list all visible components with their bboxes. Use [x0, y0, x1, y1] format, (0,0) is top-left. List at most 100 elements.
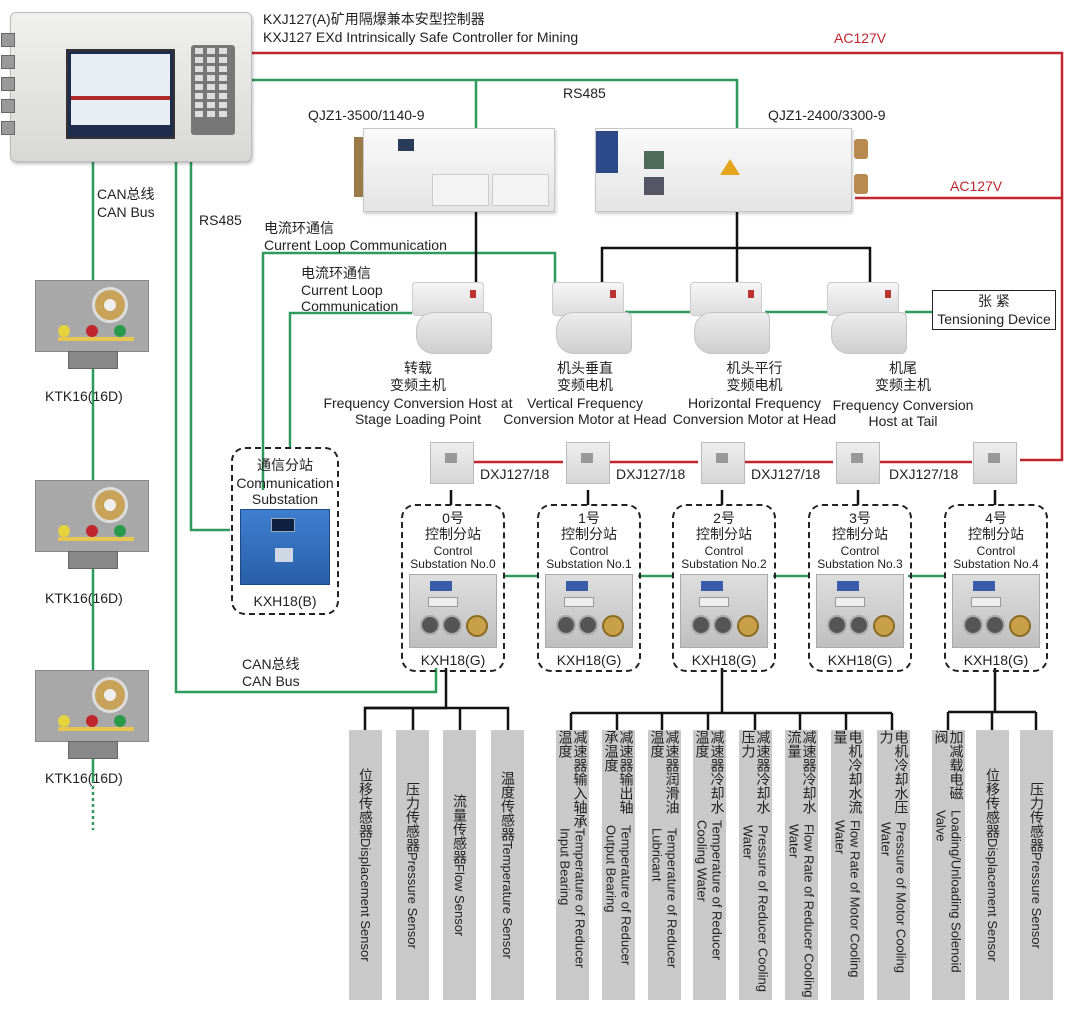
- control-substation-2[interactable]: 2号 控制分站 Control Substation No.2 KXH18(G): [672, 504, 776, 672]
- ktk16-station[interactable]: [35, 280, 149, 369]
- control-substation-1[interactable]: 1号 控制分站 Control Substation No.1 KXH18(G): [537, 504, 641, 672]
- sensor-label-zh: 减速器冷却水压力: [740, 730, 772, 814]
- sensor-label-en: Temperature of Reducer Cooling Water: [694, 819, 725, 960]
- display-icon: [644, 177, 664, 195]
- ktk16-label: KTK16(16D): [45, 590, 123, 606]
- dxj127-power-supply[interactable]: [973, 442, 1017, 484]
- motor-0-label-en2: Stage Loading Point: [354, 411, 482, 427]
- ktk16-station[interactable]: [35, 670, 149, 759]
- substation-no: 3号: [849, 510, 871, 526]
- motor-2-label-zh1: 机头平行: [726, 360, 783, 376]
- sensor-label-zh: 位移传感器: [358, 768, 374, 839]
- qjz2-to-motor3: [737, 246, 872, 285]
- signal-wires: [363, 210, 1038, 730]
- can-bus-label-zh: CAN总线: [97, 186, 155, 202]
- cable-gland-icon: [1, 55, 15, 69]
- dial-icon: [92, 487, 128, 523]
- cable-gland-icon: [1, 77, 15, 91]
- motor-3-label-zh1: 机尾: [889, 360, 917, 376]
- blue-panel: [596, 131, 618, 173]
- motor-2-label-zh2: 变频电机: [726, 377, 783, 393]
- ktk16-station[interactable]: [35, 480, 149, 569]
- kxh18b-device: [240, 509, 330, 585]
- sensor-label-en: Temperature Sensor: [500, 841, 515, 959]
- dxj127-power-supply[interactable]: [836, 442, 880, 484]
- motor-tail[interactable]: [827, 282, 909, 354]
- kxh18g-device: [680, 574, 768, 648]
- substation-en1: Control: [840, 544, 880, 558]
- kxh18g-device: [409, 574, 497, 648]
- current-loop-label-2-en2: Communication: [301, 298, 399, 314]
- ac127v-label-top: AC127V: [834, 30, 887, 46]
- sensor-label-zh: 位移传感器: [985, 768, 1001, 839]
- tensioning-label-en: Tensioning Device: [937, 311, 1051, 327]
- dxj127-power-supply[interactable]: [430, 442, 474, 484]
- qjz1-3500-switchgear[interactable]: [354, 128, 555, 212]
- dxj127-power-supply[interactable]: [566, 442, 610, 484]
- sensor-label-en: Temperature of Reducer Output Bearing: [603, 825, 634, 966]
- display-icon: [644, 151, 664, 169]
- sensor-item[interactable]: 减速器输出轴承温度 Temperature of Reducer Output B…: [602, 730, 635, 1000]
- sensor-label-zh: 电机冷却水压力: [878, 730, 910, 814]
- current-loop-2-line: [288, 311, 412, 447]
- current-loop-label-1-zh: 电流环通信: [264, 220, 334, 236]
- substation-zh: 控制分站: [425, 526, 481, 542]
- sensor-label-zh: 温度传感器: [500, 771, 516, 842]
- control-substation-4[interactable]: 4号 控制分站 Control Substation No.4 KXH18(G): [944, 504, 1048, 672]
- substation-en2: Substation No.1: [546, 557, 632, 571]
- tensioning-label-zh: 张 紧: [978, 293, 1010, 309]
- sensor-label-zh: 减速器输入轴承温度: [557, 730, 589, 828]
- control-substation-3[interactable]: 3号 控制分站 Control Substation No.3 KXH18(G): [808, 504, 912, 672]
- controller-screen: [66, 49, 175, 139]
- red-lamp-icon: [86, 715, 98, 727]
- sensor-label-en: Loading/Unloading Solenoid Valve: [933, 810, 964, 974]
- cable-gland-icon: [854, 174, 868, 194]
- sensor-label-en: Displacement Sensor: [358, 838, 373, 962]
- keypad-icon: [191, 45, 235, 135]
- substation-model: KXH18(G): [556, 652, 622, 668]
- motor-head-vertical[interactable]: [552, 282, 634, 354]
- rs485-left-line: [189, 160, 230, 532]
- sensor-label-en: Temperature of Reducer Lubricant: [649, 827, 680, 968]
- sensor-item[interactable]: 减速器冷却水压力 Pressure of Reducer Cooling Wate…: [739, 730, 772, 1000]
- rs485-label-left: RS485: [199, 212, 242, 228]
- controller-title-zh: KXJ127(A)矿用隔爆兼本安型控制器: [263, 11, 485, 27]
- sensor-label-en: Flow Rate of Motor Cooling Water: [832, 820, 863, 978]
- motor-1-label-zh1: 机头垂直: [557, 360, 613, 376]
- sensor-label-zh: 流量传感器: [452, 793, 468, 864]
- comm-substation-zh: 通信分站: [257, 457, 313, 473]
- tensioning-device[interactable]: 张 紧 Tensioning Device: [932, 290, 1056, 330]
- kxj127-controller[interactable]: [1, 12, 252, 162]
- dxj127-power-supply[interactable]: [701, 442, 745, 484]
- current-loop-label-1-en: Current Loop Communication: [264, 237, 447, 253]
- sensor-label-zh: 压力传感器: [1029, 781, 1045, 852]
- substation-no: 2号: [713, 510, 735, 526]
- sensor-label-zh: 电机冷却水流量: [832, 730, 864, 814]
- motor-2-label-en1: Horizontal Frequency: [687, 395, 822, 411]
- sensor-label-en: Pressure of Reducer Cooling Water: [740, 825, 771, 993]
- motor-head-horizontal[interactable]: [690, 282, 772, 354]
- sensor-label-zh: 减速器输出轴承温度: [603, 730, 635, 814]
- substation-model: KXH18(G): [827, 652, 893, 668]
- display-icon: [398, 139, 414, 151]
- motor-stage-loader[interactable]: [412, 282, 494, 354]
- sensor-item[interactable]: 电机冷却水流量 Flow Rate of Motor Cooling Water: [831, 730, 864, 1000]
- substation-en1: Control: [704, 544, 744, 558]
- rs485-top-line: [250, 78, 739, 128]
- control-substation-0[interactable]: 0号 控制分站 Control Substation No.0 KXH18(G): [401, 504, 505, 672]
- communication-substation[interactable]: 通信分站 Communication Substation KXH18(B): [231, 447, 339, 615]
- qjz1-2400-switchgear[interactable]: [595, 128, 868, 212]
- sensor-label-en: Pressure Sensor: [1029, 851, 1044, 949]
